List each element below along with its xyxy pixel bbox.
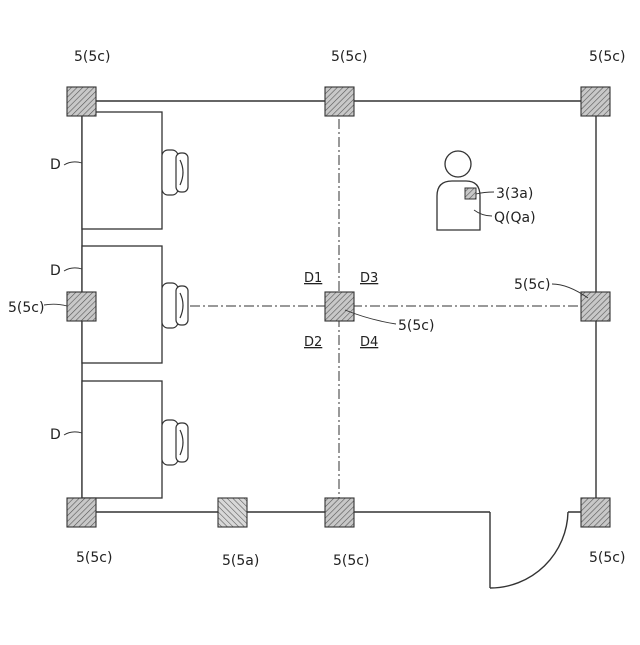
label-sensor-bottom-mid: 5(5c) xyxy=(333,553,369,569)
sensor-top-left xyxy=(67,87,96,116)
sensor-top-mid xyxy=(325,87,354,116)
label-sensor-top-mid: 5(5c) xyxy=(331,49,367,65)
label-zone-3: D3 xyxy=(360,271,378,286)
chair-1 xyxy=(162,150,188,195)
label-zone-1: D1 xyxy=(304,271,322,286)
chairs xyxy=(162,150,188,465)
sensor-5a xyxy=(218,498,247,527)
door xyxy=(490,512,568,588)
chair-2 xyxy=(162,283,188,328)
label-sensor-top-right: 5(5c) xyxy=(589,49,625,65)
label-sensor-5a: 5(5a) xyxy=(222,553,259,569)
label-desk-3: D xyxy=(50,427,61,443)
sensor-bottom-left xyxy=(67,498,96,527)
sensor-center xyxy=(325,292,354,321)
label-person: Q(Qa) xyxy=(494,210,536,226)
label-sensor-mid-right: 5(5c) xyxy=(514,277,550,293)
label-tag: 3(3a) xyxy=(496,186,533,202)
label-desk-1: D xyxy=(50,157,61,173)
label-desk-2: D xyxy=(50,263,61,279)
sensor-mid-left xyxy=(67,292,96,321)
label-sensor-bottom-right: 5(5c) xyxy=(589,550,625,566)
sensor-top-right xyxy=(581,87,610,116)
label-sensor-top-left: 5(5c) xyxy=(74,49,110,65)
desk-1 xyxy=(82,112,162,229)
desk-3 xyxy=(82,381,162,498)
label-sensor-mid-left: 5(5c) xyxy=(8,300,44,316)
label-sensor-bottom-left: 5(5c) xyxy=(76,550,112,566)
label-zone-2: D2 xyxy=(304,335,322,350)
label-sensor-center: 5(5c) xyxy=(398,318,434,334)
label-zone-4: D4 xyxy=(360,335,378,350)
chair-3 xyxy=(162,420,188,465)
sensor-bottom-right xyxy=(581,498,610,527)
sensor-bottom-mid xyxy=(325,498,354,527)
tag-device-icon xyxy=(465,188,476,199)
